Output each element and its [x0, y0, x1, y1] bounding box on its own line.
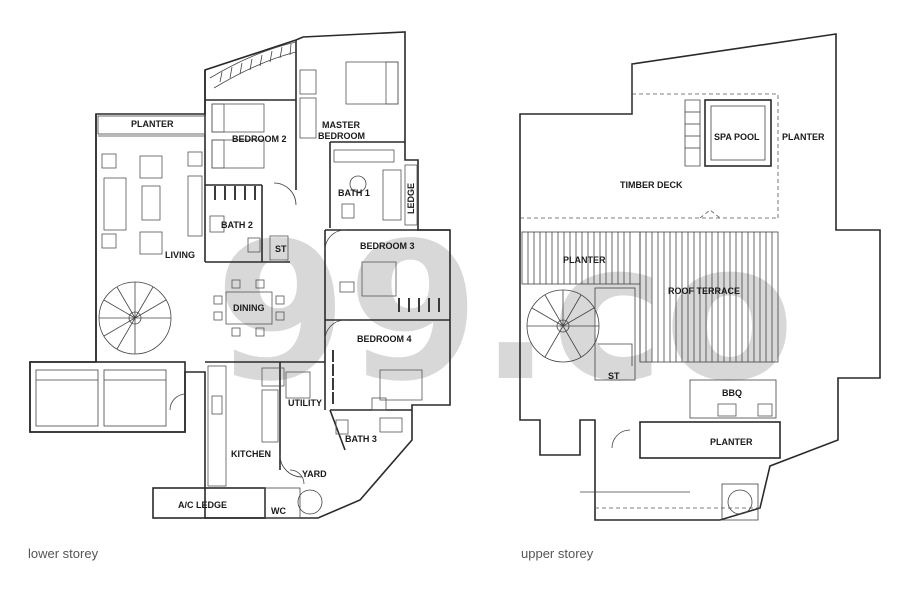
- label-bath-1: BATH 1: [338, 188, 370, 198]
- label-dining: DINING: [233, 303, 265, 313]
- caption-lower-storey: lower storey: [28, 546, 99, 561]
- watermark-text: 99.co: [215, 202, 795, 423]
- label-timber-deck: TIMBER DECK: [620, 180, 683, 190]
- label-bedroom-4: BEDROOM 4: [357, 334, 412, 344]
- spiral-stair-lower: [98, 281, 172, 355]
- label-bedroom-3: BEDROOM 3: [360, 241, 415, 251]
- label-ac-ledge: A/C LEDGE: [178, 500, 227, 510]
- label-st-upper: ST: [608, 371, 620, 381]
- label-kitchen: KITCHEN: [231, 449, 271, 459]
- caption-upper-storey: upper storey: [521, 546, 594, 561]
- watermark: 99.co: [215, 202, 795, 423]
- label-roof-terrace: ROOF TERRACE: [668, 286, 740, 296]
- lower-storey-plan: [29, 31, 451, 519]
- label-planter: PLANTER: [131, 119, 174, 129]
- label-master-bedroom-2: BEDROOM: [318, 131, 365, 141]
- label-bath-3: BATH 3: [345, 434, 377, 444]
- label-st-lower: ST: [275, 244, 287, 254]
- label-spa-pool: SPA POOL: [714, 132, 760, 142]
- label-planter-right: PLANTER: [782, 132, 825, 142]
- label-living: LIVING: [165, 250, 195, 260]
- label-wc: WC: [271, 506, 286, 516]
- label-yard: YARD: [302, 469, 327, 479]
- upper-storey-plan: [519, 33, 881, 521]
- label-utility: UTILITY: [288, 398, 322, 408]
- upper-storey-labels: SPA POOL PLANTER TIMBER DECK PLANTER ROO…: [563, 132, 825, 447]
- label-bbq: BBQ: [722, 388, 742, 398]
- spiral-stair-upper: [526, 289, 600, 363]
- label-bedroom-2: BEDROOM 2: [232, 134, 287, 144]
- label-master-bedroom-1: MASTER: [322, 120, 361, 130]
- label-ledge: LEDGE: [406, 183, 416, 214]
- lower-storey-labels: PLANTER BEDROOM 2 MASTER BEDROOM BATH 1 …: [131, 119, 416, 516]
- label-planter-bottom: PLANTER: [710, 437, 753, 447]
- label-planter-left: PLANTER: [563, 255, 606, 265]
- label-bath-2: BATH 2: [221, 220, 253, 230]
